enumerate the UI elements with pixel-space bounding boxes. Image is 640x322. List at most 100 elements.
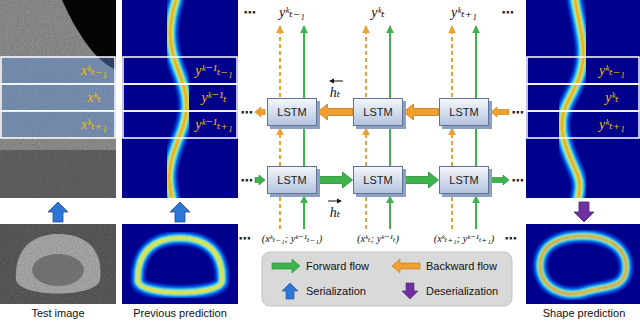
- backward-output-line: [451, 26, 453, 97]
- lstm-label: LSTM: [449, 174, 478, 187]
- output-symbol: yᵏₜ₊₁: [451, 4, 477, 21]
- hidden-state: hₜ: [330, 204, 340, 221]
- contour-heatmap: [122, 224, 238, 304]
- ultrasound-image: [32, 254, 84, 286]
- serialized-heatmap: [562, 0, 584, 198]
- serialized-heatmap: [122, 0, 238, 198]
- legend-sample: [402, 283, 418, 299]
- strip-label: yᵏₜ₋₁: [599, 62, 625, 79]
- lstm-box: LSTM: [353, 98, 403, 126]
- lstm-label: LSTM: [449, 106, 478, 119]
- vector-overarrow: [337, 199, 342, 204]
- serialized-heatmap: [562, 0, 584, 198]
- serialized-heatmap: [526, 0, 640, 198]
- serialized-heatmap: [169, 0, 186, 198]
- serialized-ultrasound-strip: [0, 150, 116, 198]
- lstm-box: LSTM: [439, 166, 489, 194]
- serialized-ultrasound-strip: [1, 57, 115, 84]
- serialized-heatmap: [527, 111, 639, 138]
- strip-label: xᵏₜ₊₁: [81, 116, 107, 133]
- lstm-label: LSTM: [277, 174, 306, 187]
- legend-box: [262, 252, 512, 306]
- serialized-ultrasound-strip: [0, 0, 116, 198]
- contour-heatmap: [540, 236, 626, 294]
- serialized-heatmap: [562, 0, 584, 198]
- serialized-heatmap: [562, 0, 584, 198]
- serialized-heatmap: [122, 0, 238, 198]
- strip-label: yᵏ⁻¹ₜ₋₁: [195, 62, 232, 79]
- ellipsis: ⋯: [241, 105, 254, 120]
- strip-label: yᵏ⁻¹ₜ₊₁: [195, 116, 232, 133]
- deserialization-arrow: [574, 202, 594, 222]
- ellipsis: ⋯: [512, 105, 525, 120]
- strip-label: yᵏₜ₊₁: [599, 116, 625, 133]
- ultrasound-image: [0, 224, 116, 304]
- serialized-heatmap: [169, 0, 186, 198]
- hidden-state: hₜ: [330, 84, 340, 101]
- legend-label: Forward flow: [306, 260, 369, 272]
- serialized-heatmap: [123, 84, 237, 111]
- serialized-heatmap: [169, 0, 186, 198]
- ellipsis: ⋯: [505, 231, 518, 246]
- serialized-heatmap: [169, 0, 186, 198]
- backward-output-line: [279, 26, 281, 97]
- backward-flow-arrow: [491, 107, 509, 117]
- forward-output-line: [303, 196, 305, 229]
- forward-output-line: [389, 26, 391, 166]
- output-symbol: yᵏₜ₋₁: [279, 4, 305, 21]
- serialized-heatmap: [562, 0, 584, 198]
- output-symbol: yᵏₜ: [371, 4, 385, 21]
- forward-output-line: [303, 26, 305, 166]
- serialized-ultrasound-strip: [0, 0, 116, 198]
- strip-label: xᵏₜ₋₁: [81, 62, 107, 79]
- contour-heatmap: [138, 238, 222, 293]
- lstm-label: LSTM: [363, 106, 392, 119]
- input-symbol: (xᵏₜ₊₁; yᵏ⁻¹ₜ₊₁): [434, 232, 495, 244]
- input-symbol: (xᵏₜ₋₁; yᵏ⁻¹ₜ₋₁): [262, 232, 323, 244]
- ultrasound-image: [0, 224, 116, 304]
- contour-heatmap: [138, 238, 222, 293]
- legend-label: Backward flow: [426, 260, 497, 272]
- forward-output-line: [389, 196, 391, 229]
- ultrasound-image: [16, 234, 101, 294]
- ellipsis: ⋯: [512, 173, 525, 188]
- contour-heatmap: [540, 236, 626, 294]
- contour-heatmap: [122, 224, 238, 304]
- contour-heatmap: [526, 224, 640, 304]
- serialized-heatmap: [169, 0, 186, 198]
- legend-label: Serialization: [306, 285, 366, 297]
- strip-label: yᵏₜ: [605, 89, 619, 106]
- serialized-heatmap: [526, 0, 640, 198]
- ellipsis: ⋯: [244, 5, 257, 20]
- contour-heatmap: [138, 238, 222, 293]
- serialized-heatmap: [123, 57, 237, 84]
- forward-output-line: [475, 26, 477, 166]
- backward-flow-arrow: [255, 107, 265, 117]
- forward-output-line: [304, 26, 476, 229]
- strip-label: xᵏₜ: [87, 89, 101, 106]
- contour-heatmap: [540, 236, 626, 294]
- serialized-heatmap: [169, 0, 186, 198]
- serialized-ultrasound-strip: [1, 111, 115, 138]
- lstm-label: LSTM: [363, 174, 392, 187]
- contour-heatmap: [540, 236, 626, 294]
- strip-label: yᵏ⁻¹ₜ: [201, 89, 226, 106]
- contour-heatmap: [526, 224, 640, 304]
- lstm-box: LSTM: [267, 166, 317, 194]
- panel-caption: Shape prediction: [543, 307, 626, 319]
- serialized-ultrasound-strip: [1, 84, 115, 111]
- serialized-ultrasound-strip: [0, 0, 116, 198]
- forward-flow-arrow: [491, 175, 509, 185]
- lstm-label: LSTM: [277, 106, 306, 119]
- forward-flow-arrow: [404, 172, 439, 188]
- backward-output-line: [365, 26, 367, 97]
- panel-caption: Previous prediction: [133, 307, 227, 319]
- legend-label: Deserialization: [426, 285, 498, 297]
- vector-overarrow: [329, 79, 334, 84]
- lstm-box: LSTM: [353, 166, 403, 194]
- serialized-heatmap: [527, 57, 639, 84]
- serialization-arrow: [170, 202, 190, 222]
- vector-overarrow: [328, 79, 343, 204]
